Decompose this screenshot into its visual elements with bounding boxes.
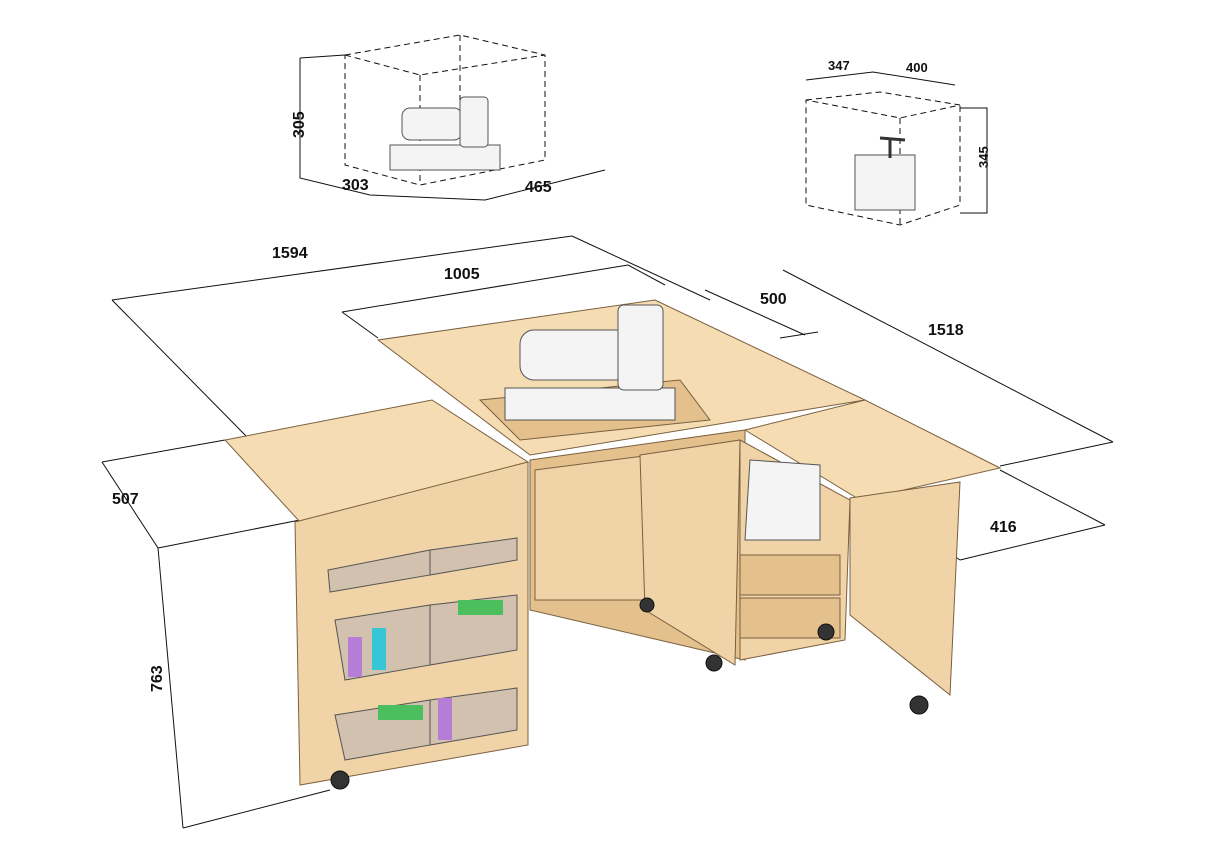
dim-right-leaf-depth: 500 [760,291,787,308]
sewing-cabinet [224,299,1002,790]
sewing-machine-arm-main [519,329,631,381]
dim-machine-height: 305 [291,111,308,138]
cabinet-dimension-lines [101,235,1114,829]
dim-machine-depth: 303 [342,177,369,194]
fabric-bundle [378,705,423,720]
overlocker-dimension-box [805,71,988,226]
overlocker-in-cabinet [744,459,821,541]
thread-spool [372,628,386,670]
dim-machine-width: 465 [525,179,552,196]
caster-wheel [705,654,723,672]
spool-tray [429,537,518,576]
sewing-machine-base [389,144,501,171]
dim-right-side-depth: 416 [990,519,1017,536]
overlocker-body [854,154,916,211]
dim-total-width: 1594 [272,245,308,262]
thread-spool [348,637,362,677]
dim-center-width: 1005 [444,266,480,283]
dim-overlocker-depth: 347 [828,58,850,73]
sewing-machine-head [459,96,489,148]
dim-total-depth: 1518 [928,322,964,339]
thread-spool [438,698,452,740]
dim-overlocker-width: 400 [906,60,928,75]
dim-left-leaf-depth: 507 [112,491,139,508]
sewing-machine-head-main [617,304,664,391]
sewing-machine-arm [401,107,463,141]
dim-overlocker-height: 345 [976,146,991,168]
left-side-panel [294,461,529,786]
caster-wheel [817,623,835,641]
right-side-panel [849,481,961,697]
caster-wheel [909,695,929,715]
right-leaf [743,399,1002,501]
caster-wheel [330,770,350,790]
sewing-machine-dimension-box [299,34,606,201]
caster-wheel [639,597,655,613]
dim-height: 763 [149,665,166,692]
sewing-machine-base-main [504,387,676,421]
fabric-bundle [458,600,503,615]
drawer-top [739,554,841,596]
center-door [639,439,741,666]
